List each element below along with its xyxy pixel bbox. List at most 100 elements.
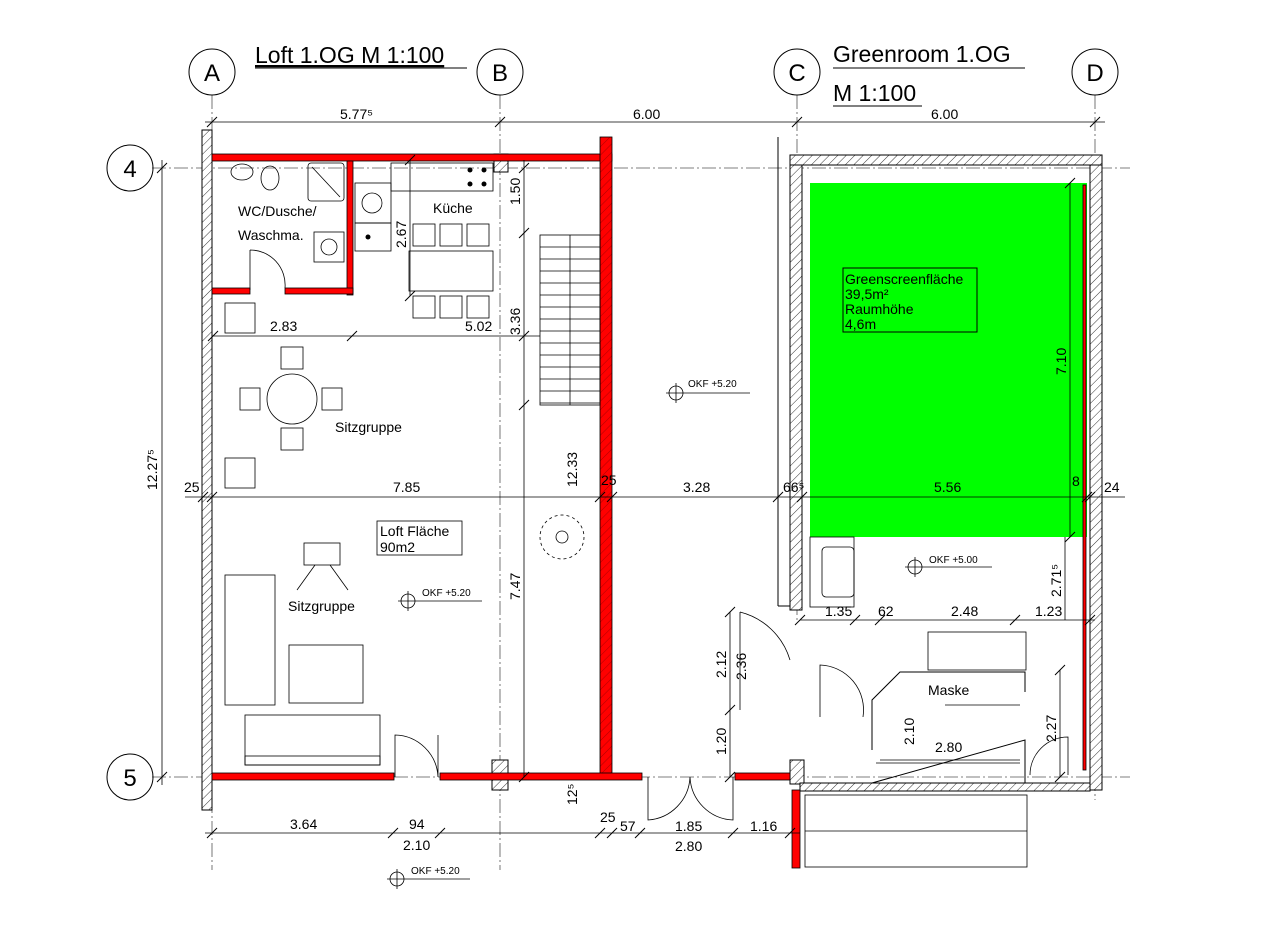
room-sitzgruppe-top-label: Sitzgruppe	[335, 419, 402, 435]
dim-label: 1.35	[825, 603, 852, 619]
staircase-green-bottom	[804, 794, 1028, 868]
dim-label: 25	[600, 809, 616, 825]
dimension-ticks	[156, 116, 1101, 839]
dim-label: 5.56	[934, 479, 961, 495]
dimension-tick	[1054, 664, 1066, 676]
dimension-tick	[1054, 771, 1066, 783]
dim-label: 25	[184, 479, 200, 495]
level-text: OKF +5.20	[411, 866, 460, 877]
grid-axis-d: D	[1071, 48, 1119, 96]
dim-label: 57	[620, 818, 636, 834]
dim-label: 2.67	[393, 221, 409, 248]
dimension-tick	[1089, 116, 1101, 128]
dim-label: 2.48	[951, 603, 978, 619]
dimension-tick	[518, 227, 530, 239]
dimension-tick	[207, 330, 219, 342]
dimension-tick	[434, 827, 446, 839]
dimension-tick	[606, 491, 618, 503]
dim-label: 12⁵	[564, 784, 580, 805]
dimension-tick	[1064, 531, 1076, 543]
axis-label: D	[1086, 60, 1103, 87]
level-marker: OKF +5.20	[387, 866, 470, 889]
greenroom-scale: M 1:100	[833, 80, 916, 106]
axis-label: 4	[123, 156, 136, 183]
dimension-tick	[206, 116, 218, 128]
dimension-tick	[1084, 614, 1096, 626]
dimension-lines	[161, 121, 1125, 834]
dimension-tick	[404, 290, 416, 302]
dimension-tick	[634, 827, 646, 839]
greenscreen-height-value: 4,6m	[845, 316, 876, 332]
loft-area-label: Loft Fläche	[380, 523, 449, 539]
dim-label: 3.28	[683, 479, 710, 495]
dimension-tick	[518, 162, 530, 174]
greenroom-title: Greenroom 1.OG	[833, 41, 1011, 67]
dim-label: 2.36	[733, 653, 749, 680]
dim-label: 2.12	[713, 651, 729, 678]
loft-area-value: 90m2	[380, 539, 415, 555]
dim-label: 66⁵	[783, 479, 804, 495]
grid-axis-b: B	[476, 48, 524, 96]
room-maske-label: Maske	[928, 682, 969, 698]
level-text: OKF +5.20	[422, 588, 471, 599]
staircase-green-top	[927, 631, 1027, 671]
dim-label: 8	[1072, 473, 1080, 489]
room-sitzgruppe-bottom-label: Sitzgruppe	[288, 598, 355, 614]
axis-label: C	[788, 60, 805, 87]
dimension-tick	[518, 399, 530, 411]
greenscreen-label: Greenscreenfläche	[845, 271, 964, 287]
axis-label: A	[204, 60, 220, 87]
greenscreen-area	[810, 183, 1087, 537]
dim-label: 1.23	[1035, 603, 1062, 619]
dim-label: 2.10	[901, 718, 917, 745]
dimension-tick	[724, 704, 736, 716]
axis-label: 5	[123, 765, 136, 792]
dimension-tick	[1081, 491, 1093, 503]
dimension-labels: 5.77⁵ 6.00 6.00 12.27⁵ 1.50 2.67 3.36 2.…	[144, 106, 1120, 854]
dim-label: 2.27	[1043, 715, 1059, 742]
dim-label: 24	[1104, 479, 1120, 495]
dim-label: 2.10	[403, 837, 430, 853]
dim-label: 5.77⁵	[340, 106, 373, 122]
dim-label: 12.33	[564, 452, 580, 487]
axis-label: B	[492, 60, 508, 87]
dim-label: 6.00	[633, 106, 660, 122]
dimension-tick	[796, 491, 808, 503]
room-labels: WC/Dusche/ Waschma. Küche Sitzgruppe Sit…	[238, 200, 978, 698]
level-marker: OKF +5.20	[666, 379, 750, 403]
greenscreen-height-label: Raumhöhe	[845, 301, 914, 317]
room-kitchen-label: Küche	[433, 200, 473, 216]
dimension-tick	[494, 116, 506, 128]
level-text: OKF +5.20	[688, 379, 737, 390]
dimension-tick	[197, 491, 209, 503]
dim-label: 3.64	[290, 816, 317, 832]
dim-label: 1.50	[507, 178, 523, 205]
room-wc-label-2: Waschma.	[238, 227, 304, 243]
dim-label: 7.47	[507, 573, 523, 600]
dimension-tick	[1064, 177, 1076, 189]
existing-walls	[201, 129, 1103, 811]
dim-label: 62	[878, 603, 894, 619]
dim-label: 2.80	[935, 739, 962, 755]
dimension-tick	[156, 771, 168, 783]
dimension-tick	[606, 827, 618, 839]
dim-label: 3.36	[507, 308, 523, 335]
dimension-tick	[874, 614, 886, 626]
level-marker: OKF +5.20	[398, 588, 482, 611]
room-wc-label: WC/Dusche/	[238, 203, 317, 219]
dim-label: 12.27⁵	[144, 449, 160, 490]
dimension-tick	[206, 491, 218, 503]
dimension-tick	[849, 614, 861, 626]
dimension-tick	[794, 614, 806, 626]
dimension-tick	[727, 827, 739, 839]
dim-label: 1.85	[675, 818, 702, 834]
dimension-tick	[518, 330, 530, 342]
dimension-tick	[791, 116, 803, 128]
loft-title: Loft 1.OG M 1:100	[255, 42, 444, 68]
dim-label: 2.80	[675, 838, 702, 854]
dimension-tick	[772, 491, 784, 503]
doors	[249, 249, 1069, 821]
dim-label: 6.00	[931, 106, 958, 122]
furniture	[224, 162, 1026, 784]
staircase-loft	[539, 234, 601, 406]
